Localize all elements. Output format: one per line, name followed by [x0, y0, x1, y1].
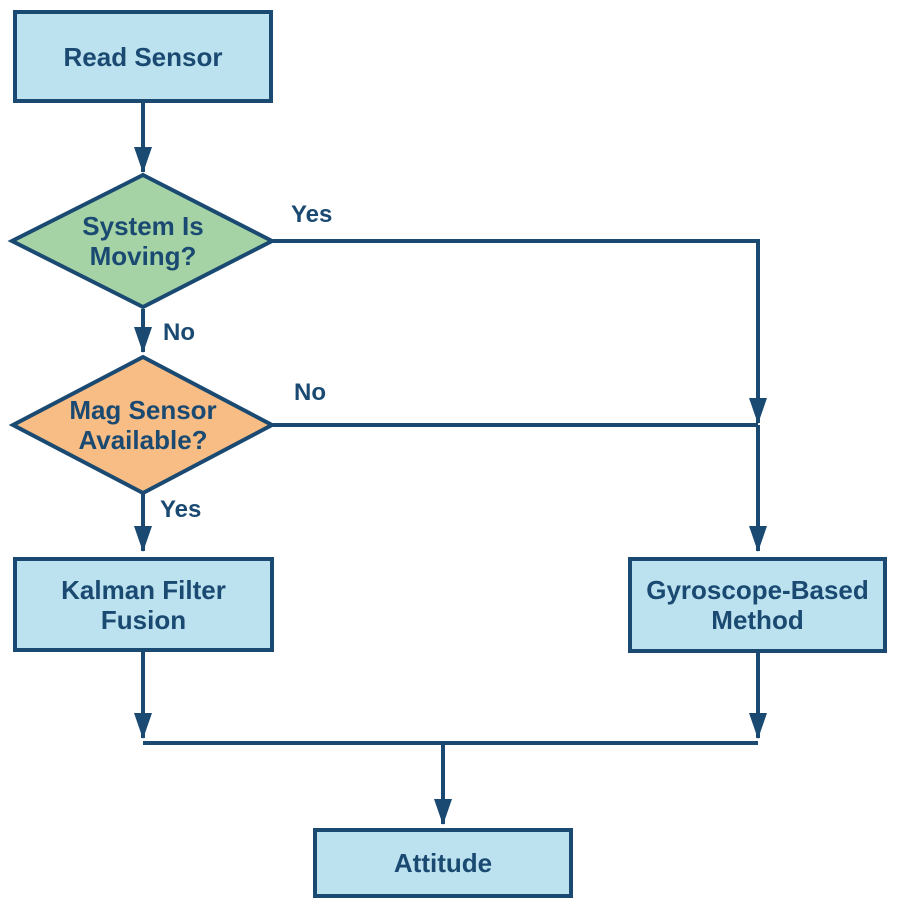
branch-label-system-moving-yes: Yes	[291, 201, 333, 228]
branch-label-mag-available-yes: Yes	[160, 496, 202, 523]
node-kalman-filter-fusion: Kalman Filter Fusion	[13, 557, 274, 652]
decision-diamond-system-moving	[7, 172, 277, 310]
node-kalman-filter-fusion-label: Kalman Filter Fusion	[61, 574, 226, 635]
node-read-sensor: Read Sensor	[13, 10, 273, 103]
edge-system-moving-yes-branch	[272, 239, 767, 424]
node-attitude-label: Attitude	[393, 848, 493, 878]
decision-diamond-mag-available	[8, 354, 277, 496]
node-attitude: Attitude	[313, 828, 573, 898]
branch-label-mag-available-no: No	[294, 379, 326, 406]
node-read-sensor-label: Read Sensor	[63, 41, 223, 72]
node-gyroscope-based-method: Gyroscope-Based Method	[628, 557, 887, 653]
node-gyroscope-based-method-label: Gyroscope-Based Method	[646, 575, 869, 635]
branch-label-system-moving-no: No	[163, 319, 195, 346]
